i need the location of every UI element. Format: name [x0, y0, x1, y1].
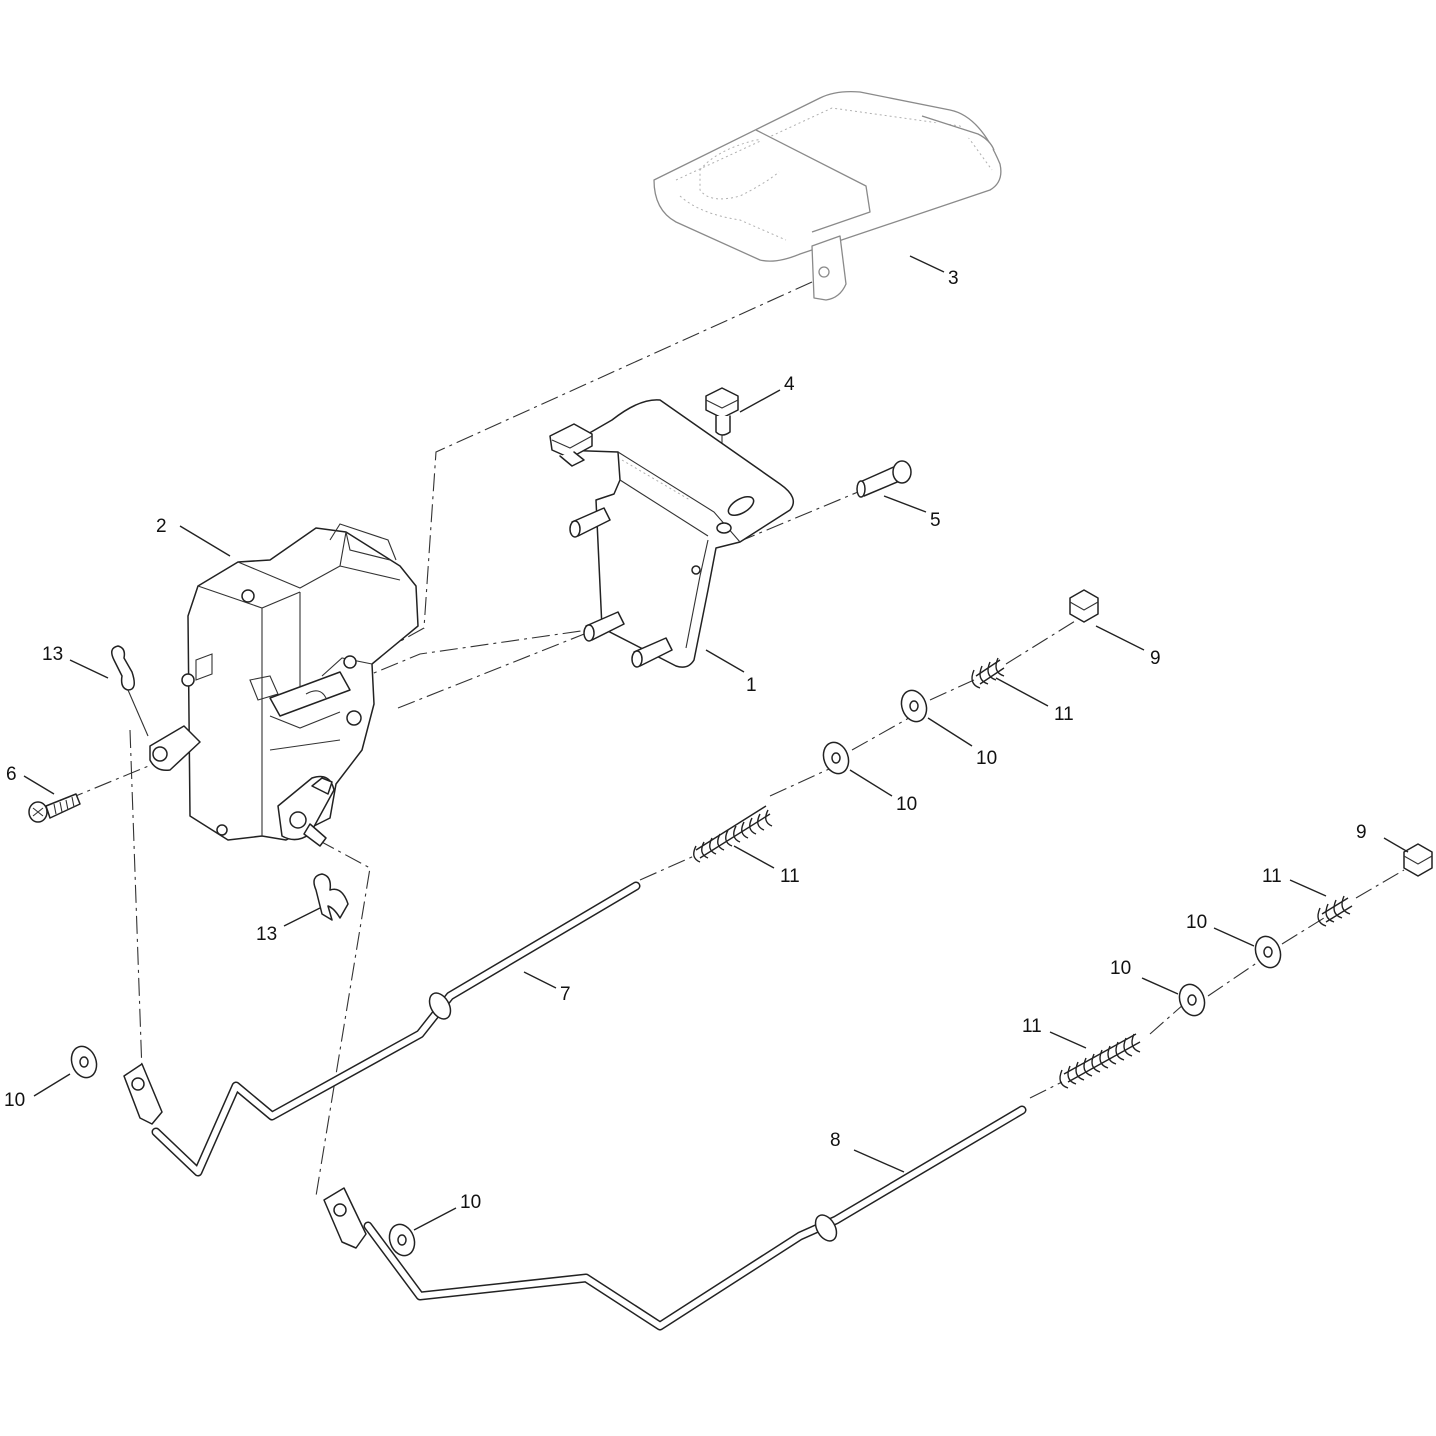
callout-1: 1 [746, 675, 757, 696]
bracket-hex-bolt [549, 423, 593, 467]
callout-2: 2 [156, 516, 167, 537]
hex-nut [1403, 843, 1433, 877]
callout-11: 11 [1022, 1016, 1042, 1037]
callout-10: 10 [1110, 958, 1131, 979]
hex-flange-bolt [705, 387, 739, 436]
callout-5: 5 [930, 510, 941, 531]
callout-13: 13 [256, 924, 277, 945]
callout-13: 13 [42, 644, 63, 665]
bracket-stud [569, 507, 611, 538]
callout-leaders [23, 255, 1409, 1231]
seat-cushion [653, 90, 1002, 301]
spring-long-lower [1059, 1033, 1141, 1089]
callout-3: 3 [948, 268, 959, 289]
callout-8: 8 [830, 1130, 841, 1151]
rod-lower [323, 1105, 1027, 1331]
clevis-pin [856, 460, 912, 498]
washer [822, 741, 850, 775]
callout-6: 6 [6, 764, 17, 785]
callout-labels: 1 2 3 4 5 6 7 8 9 9 10 10 10 10 10 10 11… [4, 268, 1367, 1213]
washer [70, 1045, 98, 1079]
callout-11: 11 [1054, 704, 1074, 725]
rod-upper [123, 881, 641, 1177]
callout-9: 9 [1356, 822, 1367, 843]
callout-11: 11 [780, 866, 800, 887]
callout-10: 10 [1186, 912, 1207, 933]
screw [28, 793, 81, 823]
spring-short-lower [1317, 895, 1353, 927]
callout-10: 10 [896, 794, 917, 815]
washer [900, 689, 928, 723]
spring-short-upper [971, 657, 1005, 689]
callout-10: 10 [976, 748, 997, 769]
washer [388, 1223, 416, 1257]
switch-housing [149, 523, 419, 847]
hex-nut [1069, 589, 1099, 623]
bracket-stud [631, 637, 673, 668]
spring-long-upper [693, 805, 773, 863]
callout-9: 9 [1150, 648, 1161, 669]
washer [1254, 935, 1282, 969]
callout-7: 7 [560, 984, 571, 1005]
callout-11: 11 [1262, 866, 1282, 887]
hair-pin-clip-upper [111, 645, 149, 737]
callout-10: 10 [4, 1090, 25, 1111]
mounting-bracket [549, 399, 795, 668]
bracket-stud [583, 611, 625, 642]
washer [1178, 983, 1206, 1017]
callout-4: 4 [784, 374, 795, 395]
callout-10: 10 [460, 1192, 481, 1213]
hair-pin-clip-lower [313, 873, 349, 921]
